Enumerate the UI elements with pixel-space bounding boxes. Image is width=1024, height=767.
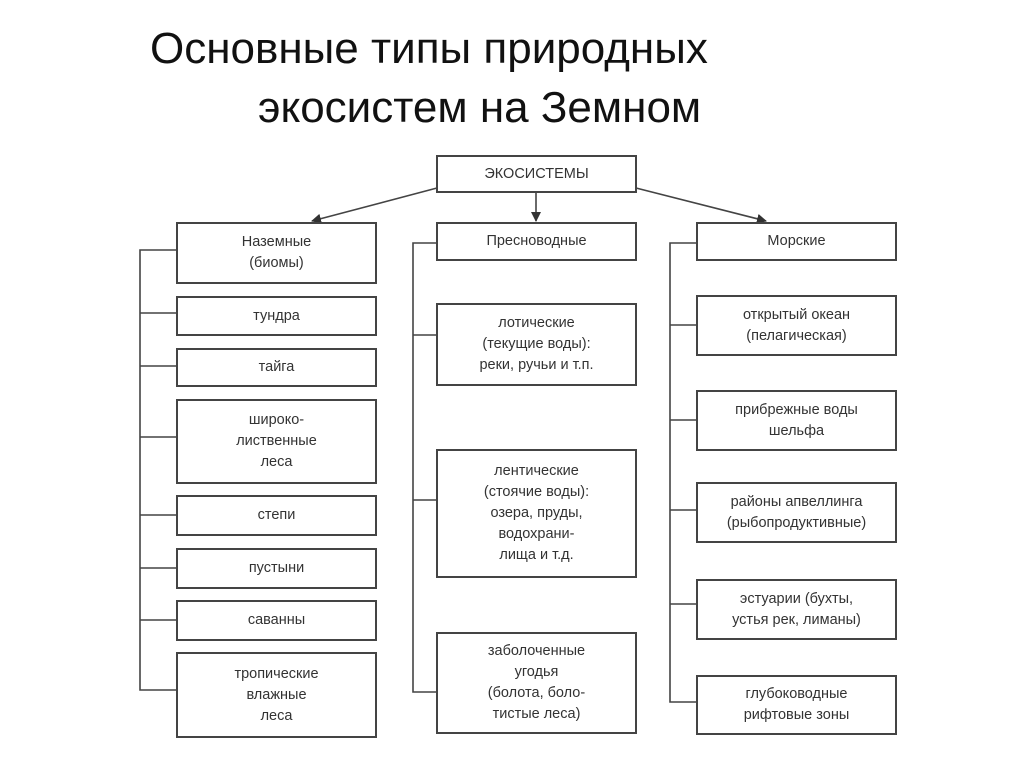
arrow-to-terrestrial <box>311 187 438 224</box>
freshwater-item-box: лотические (текущие воды): реки, ручьи и… <box>436 303 637 386</box>
terrestrial-item-box: тундра <box>176 296 377 336</box>
terrestrial-item-box: тайга <box>176 348 377 387</box>
marine-item-box: прибрежные воды шельфа <box>696 390 897 451</box>
freshwater-bracket <box>412 242 436 693</box>
slide-title-line-1: Основные типы природных <box>150 24 708 73</box>
freshwater-header-box: Пресноводные <box>436 222 637 261</box>
terrestrial-item-box: тропические влажные леса <box>176 652 377 738</box>
root-box-ecosystems: ЭКОСИСТЕМЫ <box>436 155 637 193</box>
marine-item-box: открытый океан (пелагическая) <box>696 295 897 356</box>
terrestrial-bracket <box>139 249 176 691</box>
terrestrial-item-box: степи <box>176 495 377 536</box>
terrestrial-item-box: широко- лиственные леса <box>176 399 377 484</box>
marine-item-box: районы апвеллинга (рыбопродуктивные) <box>696 482 897 543</box>
freshwater-item-box: лентические (стоячие воды): озера, пруды… <box>436 449 637 578</box>
terrestrial-header-box: Наземные (биомы) <box>176 222 377 284</box>
slide-title-line-2: экосистем на Земном <box>258 83 702 132</box>
terrestrial-item-box: пустыни <box>176 548 377 589</box>
arrow-to-marine <box>635 187 767 224</box>
terrestrial-item-box: саванны <box>176 600 377 641</box>
marine-item-box: глубоководные рифтовые зоны <box>696 675 897 735</box>
marine-header-box: Морские <box>696 222 897 261</box>
marine-bracket <box>669 242 696 703</box>
freshwater-item-box: заболоченные угодья (болота, боло- тисты… <box>436 632 637 734</box>
marine-item-box: эстуарии (бухты, устья рек, лиманы) <box>696 579 897 640</box>
